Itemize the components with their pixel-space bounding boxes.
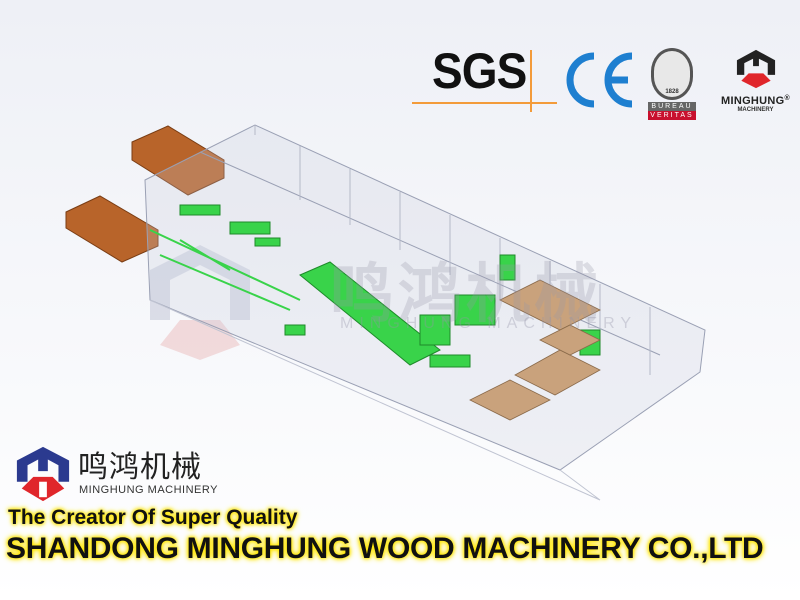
minghung-cert-logo: MINGHUNG® MACHINERY	[718, 48, 793, 113]
watermark-en: MINGHUNG MACHINERY	[340, 315, 638, 332]
log-pile	[65, 125, 225, 263]
watermark-cn: 鸣鸿机械	[330, 258, 602, 330]
minghung-brand-logo-icon	[16, 446, 70, 502]
bureau-veritas-logo: 1828 BUREAU VERITAS	[648, 48, 696, 120]
slogan: The Creator Of Super Quality	[8, 506, 298, 529]
company-name: SHANDONG MINGHUNG WOOD MACHINERY CO.,LTD	[6, 532, 764, 565]
brand-name-cn: 鸣鸿机械	[78, 451, 202, 484]
sgs-logo: SGS	[432, 43, 527, 99]
sgs-divider	[412, 102, 557, 104]
brand-name-en: MINGHUNG MACHINERY	[79, 484, 218, 496]
bureau-veritas-seal-icon: 1828	[651, 48, 693, 100]
minghung-logo-icon	[736, 49, 775, 89]
watermark-logo-icon	[150, 245, 250, 360]
sgs-divider-vertical	[530, 50, 532, 112]
panel-stacks	[469, 279, 601, 421]
production-machines	[149, 204, 601, 368]
ce-mark-icon: CE	[566, 52, 633, 108]
